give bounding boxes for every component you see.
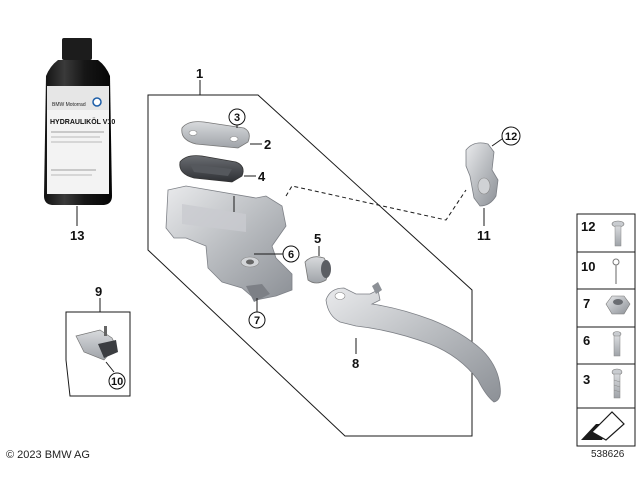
- callout-9: 9: [95, 284, 102, 299]
- nut-icon: [605, 295, 631, 315]
- pin-icon: [612, 258, 620, 284]
- pin-icon: [612, 331, 622, 357]
- bmw-logo-icon: [92, 97, 102, 107]
- clutch-switch: [75, 326, 118, 361]
- screw-icon: [611, 368, 623, 399]
- bottle-brand: BMW Motorrad: [52, 102, 86, 108]
- callout-2: 2: [264, 137, 271, 152]
- bolt-icon: [611, 220, 625, 247]
- switch-outline: [65, 311, 131, 397]
- callout-7: 7: [254, 315, 260, 327]
- callout-3: 3: [234, 112, 240, 124]
- fastener-legend: 12 10 7 6 3: [576, 213, 636, 447]
- callout-4: 4: [258, 169, 266, 184]
- legend-label-1: 10: [581, 259, 595, 274]
- bushing: [304, 256, 331, 284]
- callout-12-circle: [501, 126, 521, 146]
- arrow-tool-icon: [581, 411, 625, 441]
- callout-13: 13: [70, 228, 84, 243]
- legend-label-0: 12: [581, 219, 595, 234]
- reservoir-cover: [181, 121, 250, 149]
- callout-8: 8: [352, 356, 359, 371]
- handlebar-clamp: [465, 142, 499, 207]
- legend-label-3: 6: [583, 333, 590, 348]
- hydraulic-oil-bottle: BMW Motorrad HYDRAULIKÖL V10: [44, 38, 115, 205]
- diaphragm: [179, 155, 244, 183]
- copyright-text: © 2023 BMW AG: [6, 449, 90, 461]
- callout-12: 12: [505, 131, 517, 143]
- master-cylinder-body: [165, 185, 293, 302]
- legend-label-4: 3: [583, 372, 590, 387]
- diagram-number: 538626: [591, 449, 625, 460]
- assembly-outline: [147, 94, 473, 437]
- clutch-lever: [325, 282, 501, 403]
- bottle-product: HYDRAULIKÖL V10: [50, 117, 115, 126]
- callout-10-circle: [108, 372, 126, 390]
- callout-6: 6: [288, 249, 294, 261]
- callout-11: 11: [477, 228, 491, 243]
- callout-10: 10: [111, 376, 123, 388]
- callout-5: 5: [314, 231, 321, 246]
- legend-label-2: 7: [583, 296, 590, 311]
- callout-1: 1: [196, 66, 203, 81]
